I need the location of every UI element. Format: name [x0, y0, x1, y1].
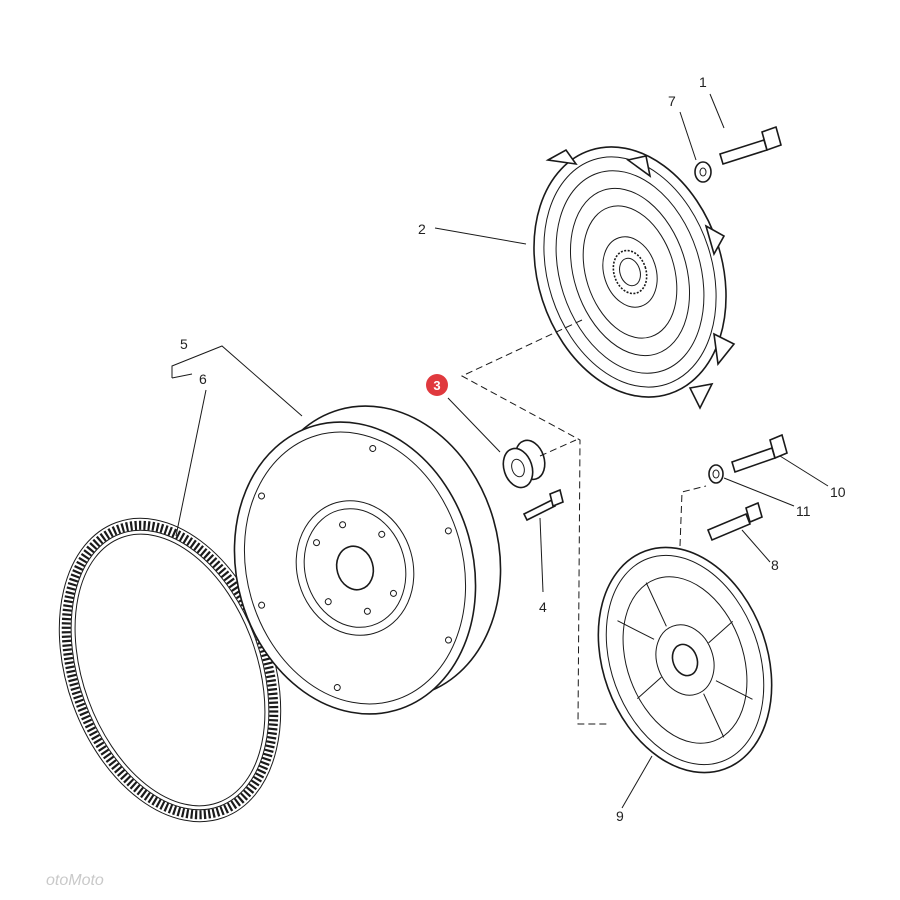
pilot-bearing — [502, 439, 546, 489]
label-2: 2 — [418, 221, 426, 237]
washer-7 — [694, 161, 712, 183]
assembly-dashed-lines — [460, 319, 707, 725]
label-10: 10 — [830, 484, 846, 500]
label-5: 5 — [180, 336, 188, 352]
bolt-10 — [731, 433, 788, 474]
highlight-badge — [426, 374, 448, 396]
watermark: otoMoto — [46, 872, 104, 889]
label-7: 7 — [668, 93, 676, 109]
label-11: 11 — [796, 503, 811, 519]
bolt-1 — [719, 125, 782, 166]
label-6: 6 — [199, 371, 207, 387]
label-8: 8 — [771, 557, 779, 573]
pressure-plate — [533, 146, 736, 410]
washer-11 — [708, 464, 724, 484]
callout-labels: 1 2 4 5 6 7 8 9 10 11 — [180, 74, 846, 824]
clutch-disc — [597, 546, 773, 774]
leader-lines — [171, 93, 829, 809]
bolt-4 — [522, 488, 564, 522]
label-1: 1 — [699, 74, 707, 90]
flywheel — [233, 405, 502, 715]
label-4: 4 — [539, 599, 547, 615]
highlighted-callout[interactable]: 3 — [426, 374, 448, 396]
label-9: 9 — [616, 808, 624, 824]
label-3: 3 — [433, 378, 440, 393]
bolt-8 — [706, 501, 763, 542]
